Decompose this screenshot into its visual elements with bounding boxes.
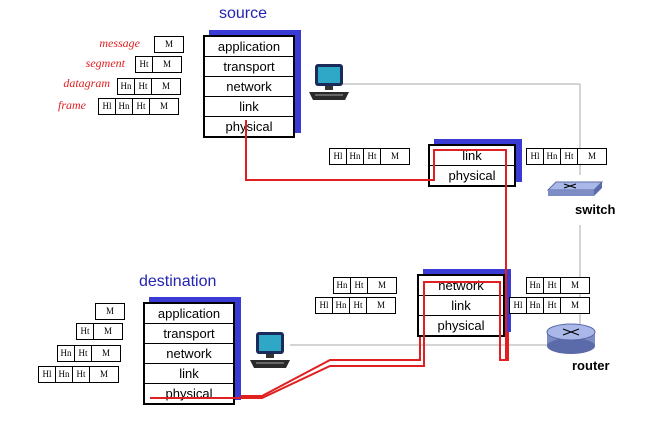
source-packet-frame: Hl Hn Ht M bbox=[98, 98, 179, 115]
switch-packet-in: Hl Hn Ht M bbox=[329, 148, 410, 165]
header-ht: Ht bbox=[349, 297, 367, 314]
label-segment: segment bbox=[85, 56, 125, 70]
header-hl: Hl bbox=[98, 98, 116, 115]
switch-icon bbox=[546, 181, 604, 196]
payload-m: M bbox=[154, 36, 184, 53]
router-stack: network link physical bbox=[417, 274, 505, 337]
destination-packet-frame: Hl Hn Ht M bbox=[38, 366, 119, 383]
router-layer-physical: physical bbox=[437, 318, 485, 333]
payload-m: M bbox=[151, 78, 181, 95]
payload-m: M bbox=[366, 297, 396, 314]
header-ht: Ht bbox=[76, 323, 94, 340]
destination-title: destination bbox=[139, 273, 217, 290]
destination-layer-physical: physical bbox=[165, 386, 213, 401]
payload-m: M bbox=[95, 303, 125, 320]
destination-layer-transport: transport bbox=[145, 324, 233, 344]
destination-packet-message: M bbox=[95, 303, 125, 320]
payload-m: M bbox=[93, 323, 123, 340]
header-hn: Hn bbox=[543, 148, 561, 165]
header-ht: Ht bbox=[350, 277, 368, 294]
source-layer-link: link bbox=[205, 97, 293, 117]
destination-stack: application transport network link physi… bbox=[143, 302, 235, 405]
header-hn: Hn bbox=[526, 297, 544, 314]
destination-packet-datagram: Hn Ht M bbox=[57, 345, 121, 362]
switch-layer-physical: physical bbox=[448, 168, 496, 183]
payload-m: M bbox=[380, 148, 410, 165]
header-hl: Hl bbox=[329, 148, 347, 165]
header-ht: Ht bbox=[363, 148, 381, 165]
source-stack: application transport network link physi… bbox=[203, 35, 295, 138]
payload-m: M bbox=[577, 148, 607, 165]
label-datagram: datagram bbox=[63, 76, 110, 90]
payload-m: M bbox=[560, 277, 590, 294]
source-layer-transport: transport bbox=[205, 57, 293, 77]
source-layer-physical: physical bbox=[225, 119, 273, 134]
header-hn: Hn bbox=[332, 297, 350, 314]
header-ht: Ht bbox=[72, 366, 90, 383]
router-layer-network: network bbox=[419, 276, 503, 296]
header-hn: Hn bbox=[115, 98, 133, 115]
header-ht: Ht bbox=[74, 345, 92, 362]
destination-packet-segment: Ht M bbox=[76, 323, 123, 340]
header-ht: Ht bbox=[134, 78, 152, 95]
source-layer-application: application bbox=[205, 37, 293, 57]
label-frame: frame bbox=[58, 98, 86, 112]
payload-m: M bbox=[152, 56, 182, 73]
label-message: message bbox=[99, 36, 140, 50]
router-icon bbox=[546, 323, 596, 354]
payload-m: M bbox=[149, 98, 179, 115]
header-hn: Hn bbox=[333, 277, 351, 294]
router-packet-in-datagram: Hn Ht M bbox=[333, 277, 397, 294]
header-ht: Ht bbox=[543, 277, 561, 294]
header-hl: Hl bbox=[526, 148, 544, 165]
header-hl: Hl bbox=[38, 366, 56, 383]
header-ht: Ht bbox=[543, 297, 561, 314]
header-hn: Hn bbox=[57, 345, 75, 362]
header-ht: Ht bbox=[132, 98, 150, 115]
payload-m: M bbox=[89, 366, 119, 383]
source-title: source bbox=[219, 5, 268, 22]
header-hn: Hn bbox=[526, 277, 544, 294]
source-packet-segment: Ht M bbox=[135, 56, 182, 73]
router-packet-out-frame: Hl Hn Ht M bbox=[509, 297, 590, 314]
source-computer-icon bbox=[309, 64, 349, 100]
header-hl: Hl bbox=[509, 297, 527, 314]
header-hn: Hn bbox=[346, 148, 364, 165]
destination-layer-link: link bbox=[145, 364, 233, 384]
switch-label: switch bbox=[575, 202, 616, 217]
switch-packet-out: Hl Hn Ht M bbox=[526, 148, 607, 165]
destination-layer-network: network bbox=[145, 344, 233, 364]
router-label: router bbox=[572, 358, 610, 373]
header-hn: Hn bbox=[117, 78, 135, 95]
header-hl: Hl bbox=[315, 297, 333, 314]
payload-m: M bbox=[367, 277, 397, 294]
router-packet-out-datagram: Hn Ht M bbox=[526, 277, 590, 294]
source-packet-message: M bbox=[154, 36, 184, 53]
payload-m: M bbox=[91, 345, 121, 362]
header-ht: Ht bbox=[135, 56, 153, 73]
switch-layer-link: link bbox=[430, 146, 514, 166]
router-layer-link: link bbox=[419, 296, 503, 316]
source-packet-datagram: Hn Ht M bbox=[117, 78, 181, 95]
source-layer-network: network bbox=[205, 77, 293, 97]
header-hn: Hn bbox=[55, 366, 73, 383]
switch-stack: link physical bbox=[428, 144, 516, 187]
destination-computer-icon bbox=[250, 332, 290, 368]
router-packet-in-frame: Hl Hn Ht M bbox=[315, 297, 396, 314]
payload-m: M bbox=[560, 297, 590, 314]
destination-layer-application: application bbox=[145, 304, 233, 324]
header-ht: Ht bbox=[560, 148, 578, 165]
